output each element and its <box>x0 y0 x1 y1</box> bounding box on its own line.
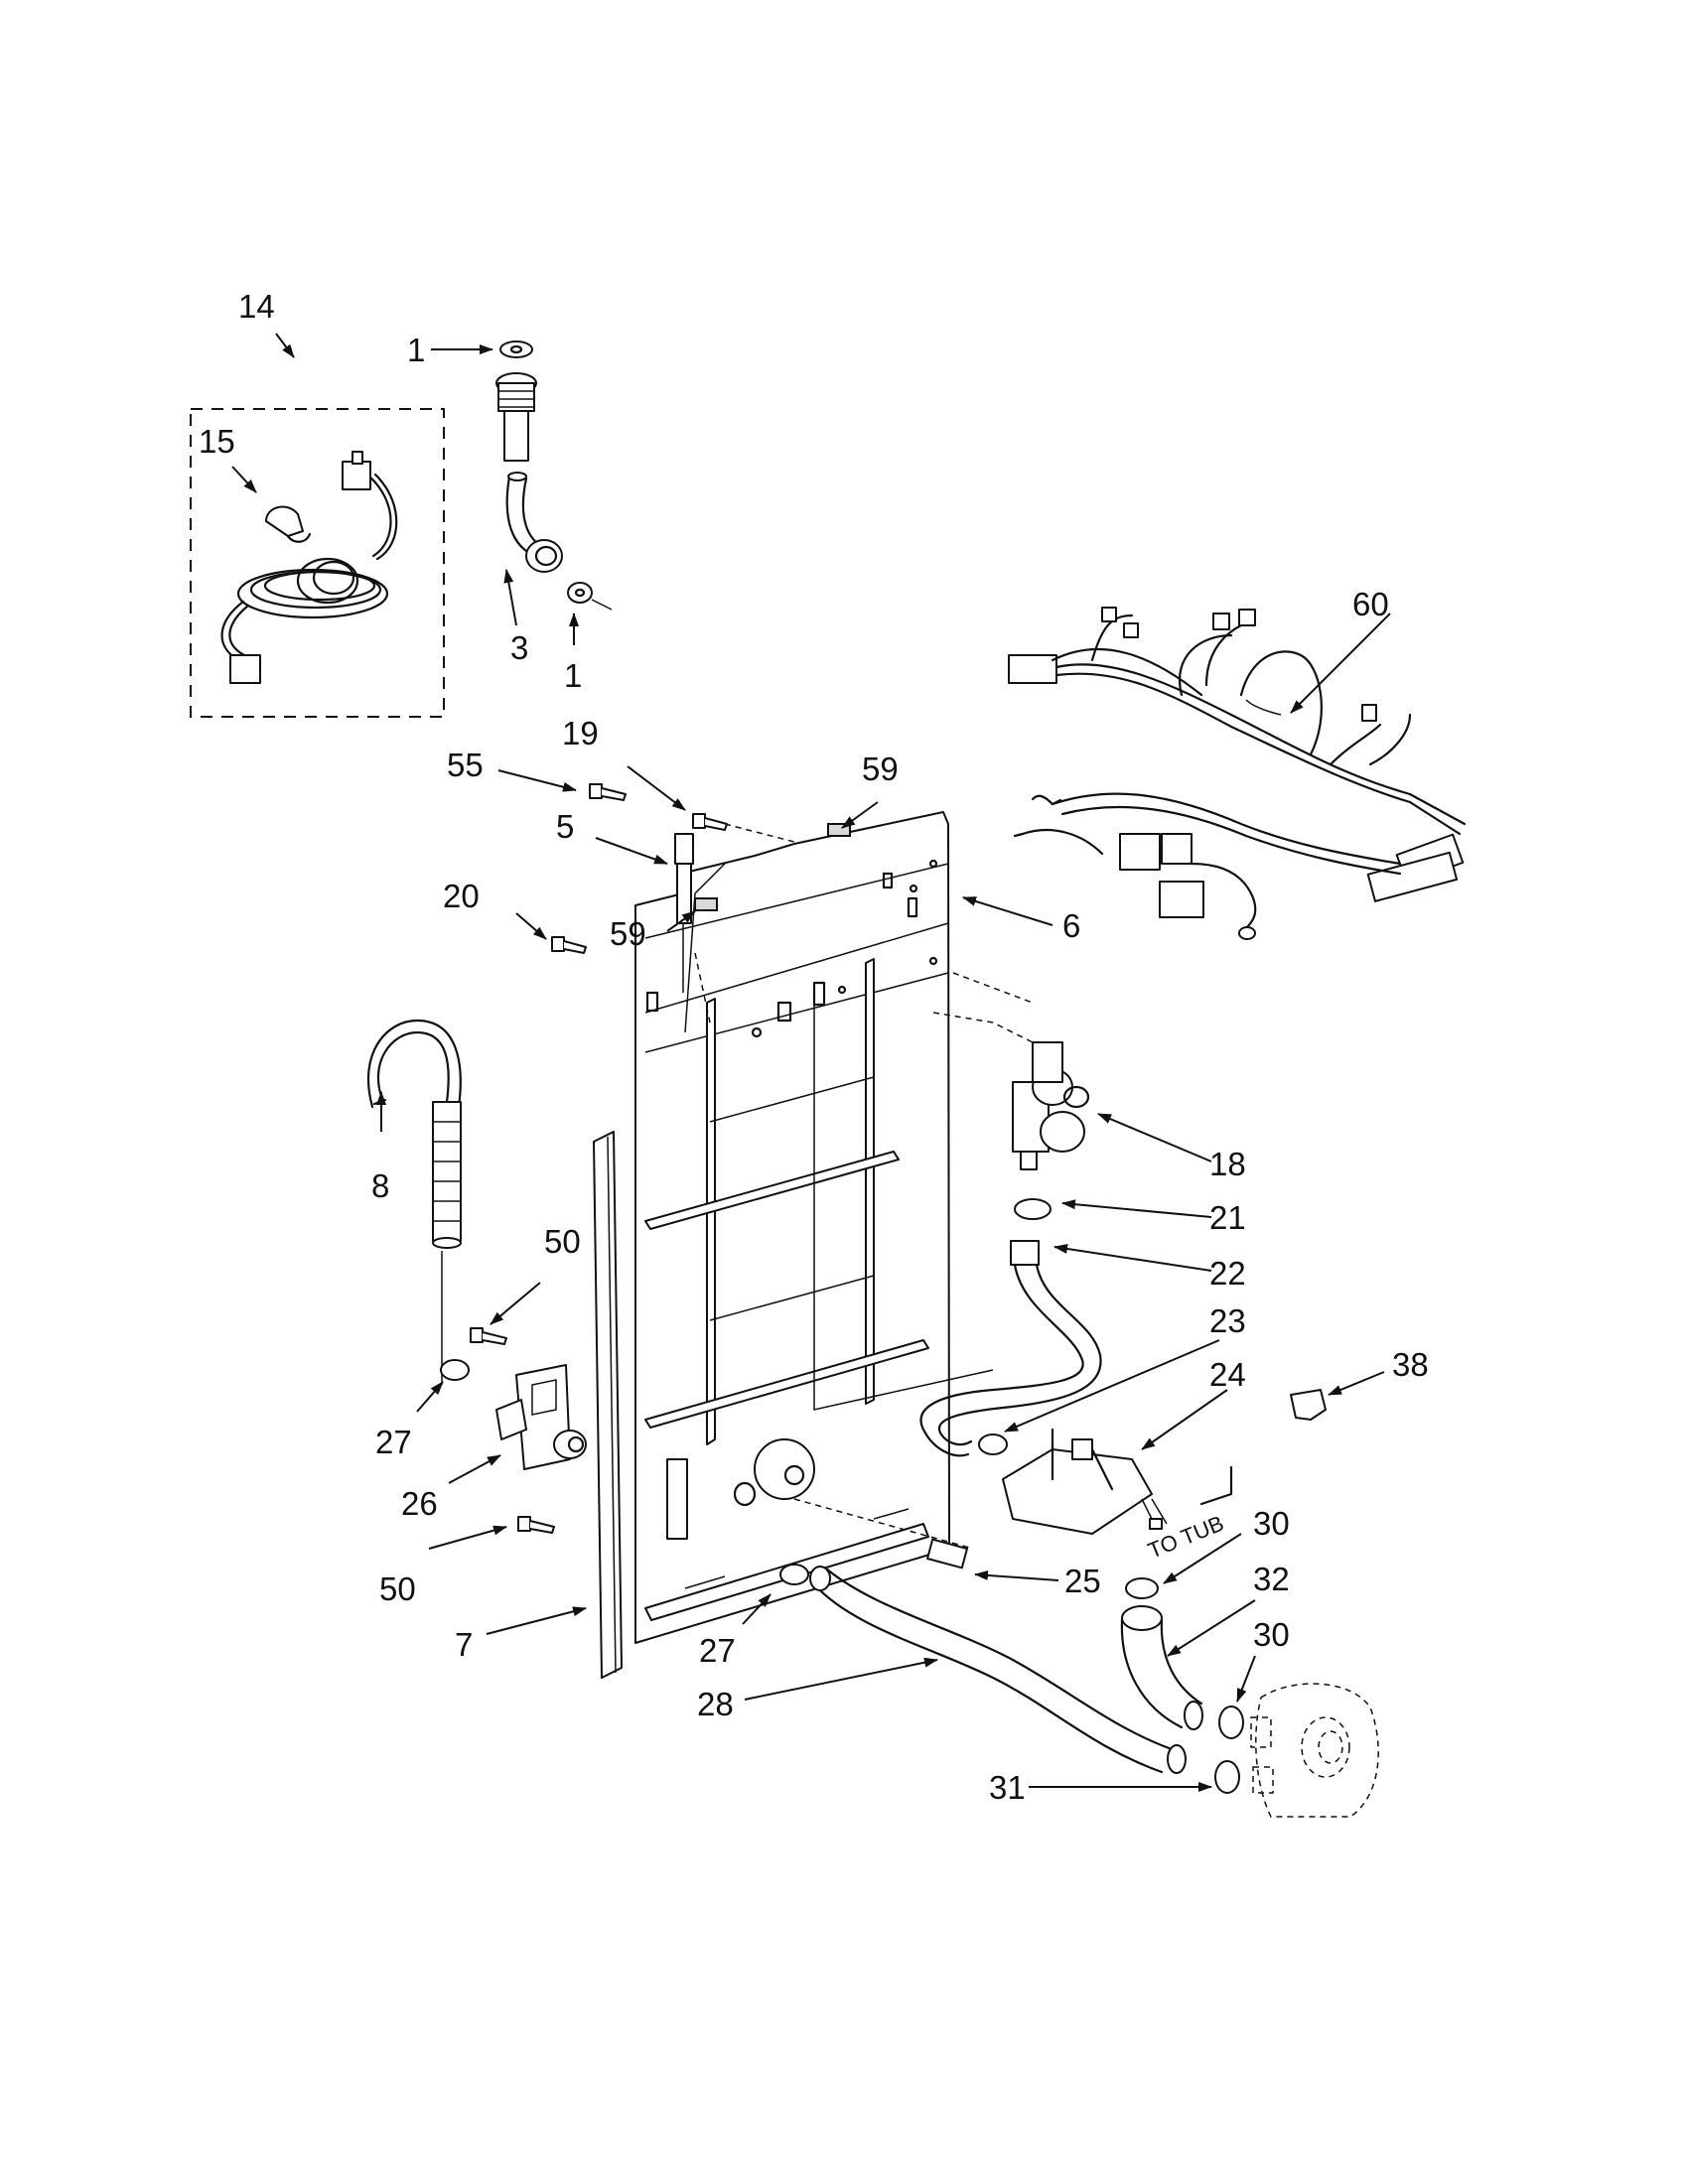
label-15: 15 <box>199 423 235 460</box>
clip-59-mid <box>694 897 718 911</box>
rear-panel <box>634 811 950 1644</box>
label-8: 8 <box>371 1167 389 1204</box>
label-50-top: 50 <box>544 1223 581 1260</box>
tub-bracket <box>1002 1428 1168 1535</box>
label-6: 6 <box>1062 907 1080 944</box>
label-22: 22 <box>1209 1255 1246 1292</box>
clamp-21 <box>1014 1198 1052 1220</box>
pump-hose <box>1120 1605 1203 1730</box>
pump-drain-hose <box>809 1566 1187 1774</box>
label-30-right: 30 <box>1253 1616 1290 1653</box>
bracket-5 <box>674 833 694 993</box>
label-50-bottom: 50 <box>379 1570 416 1607</box>
label-20: 20 <box>443 878 480 914</box>
label-14: 14 <box>238 288 275 325</box>
pump-phantom <box>1250 1683 1379 1818</box>
label-59-mid: 59 <box>610 915 646 952</box>
screw-19 <box>692 813 728 831</box>
label-19: 19 <box>562 715 599 751</box>
label-21: 21 <box>1209 1199 1246 1236</box>
label-26: 26 <box>401 1485 438 1522</box>
label-1-bottom: 1 <box>564 657 582 694</box>
label-7: 7 <box>455 1626 473 1663</box>
clamp-27-left <box>440 1359 470 1381</box>
label-32: 32 <box>1253 1561 1290 1597</box>
clamp-27-bottom <box>779 1564 809 1585</box>
screw-55 <box>589 783 627 801</box>
drain-adapter <box>495 1364 587 1470</box>
leader-lines <box>231 333 1391 1792</box>
inlet-hose-assembly <box>495 341 613 611</box>
power-cord-kit <box>190 408 445 718</box>
label-1-top: 1 <box>407 332 425 368</box>
side-rail <box>593 1131 623 1679</box>
label-3: 3 <box>510 629 528 666</box>
clamp-30-right <box>1218 1706 1244 1739</box>
clip-38 <box>1290 1389 1327 1421</box>
label-38: 38 <box>1392 1346 1429 1383</box>
label-31: 31 <box>989 1769 1026 1806</box>
label-5: 5 <box>556 808 574 845</box>
water-valve <box>1012 1041 1090 1170</box>
label-27-left: 27 <box>375 1424 412 1460</box>
label-60: 60 <box>1352 586 1389 622</box>
connector-25 <box>926 1538 968 1570</box>
label-24: 24 <box>1209 1356 1246 1393</box>
screw-20 <box>551 936 587 954</box>
label-55: 55 <box>447 747 484 783</box>
screw-50-bottom <box>517 1516 555 1534</box>
label-27-bottom: 27 <box>699 1632 736 1669</box>
part-labels: 1 14 15 3 1 60 19 55 59 5 20 59 6 18 21 … <box>199 288 1429 1806</box>
label-23: 23 <box>1209 1302 1246 1339</box>
screw-50-top <box>470 1327 507 1345</box>
label-30-top: 30 <box>1253 1505 1290 1542</box>
clamp-30-top <box>1125 1577 1159 1599</box>
label-28: 28 <box>697 1686 734 1722</box>
fill-hose <box>919 1240 1102 1457</box>
wire-harness <box>1008 607 1467 940</box>
clamp-31 <box>1214 1760 1240 1794</box>
label-59-top: 59 <box>862 751 899 787</box>
label-25: 25 <box>1064 1563 1101 1599</box>
clamp-23 <box>978 1433 1008 1455</box>
label-18: 18 <box>1209 1146 1246 1182</box>
